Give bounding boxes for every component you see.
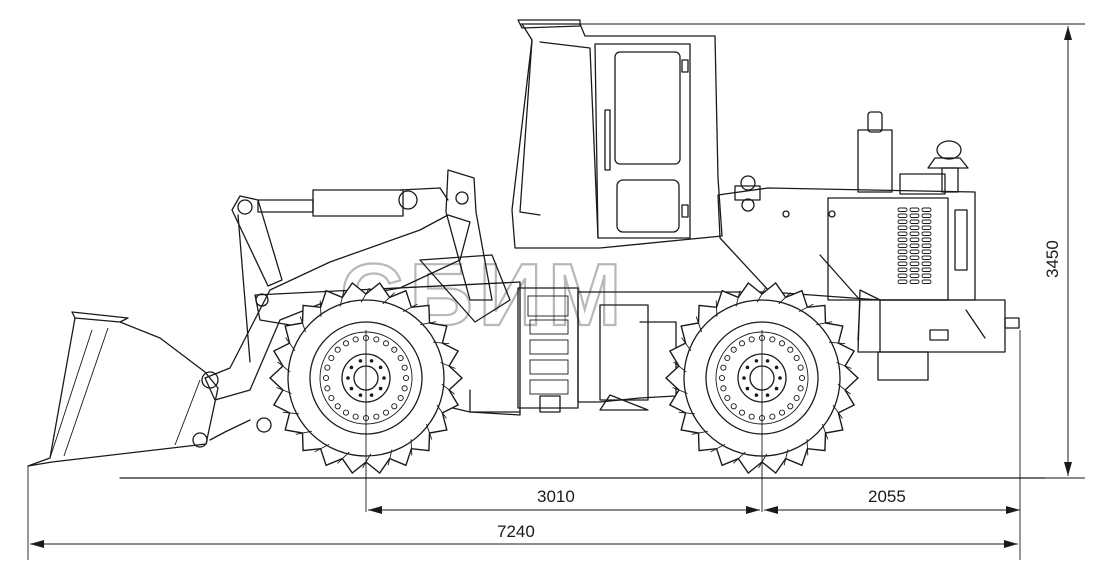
counterweight [857,289,1020,381]
radiator-grille [897,207,932,284]
tilt-cylinder [257,187,449,217]
dimension-overall-height [520,23,1085,479]
bucket [27,311,219,467]
exhaust-stack [857,111,893,193]
air-precleaner [899,140,969,195]
overall-length-label: 7240 [497,522,535,541]
operator-cab [511,19,723,249]
dimension-overall-length [27,466,1018,560]
wheelbase-label: 3010 [537,487,575,506]
dimension-wheelbase [368,506,760,514]
rear-overhang-label: 2055 [868,487,906,506]
overall-height-label: 3450 [1043,240,1062,278]
dimension-rear-overhang [764,330,1021,560]
linkage [419,169,511,323]
